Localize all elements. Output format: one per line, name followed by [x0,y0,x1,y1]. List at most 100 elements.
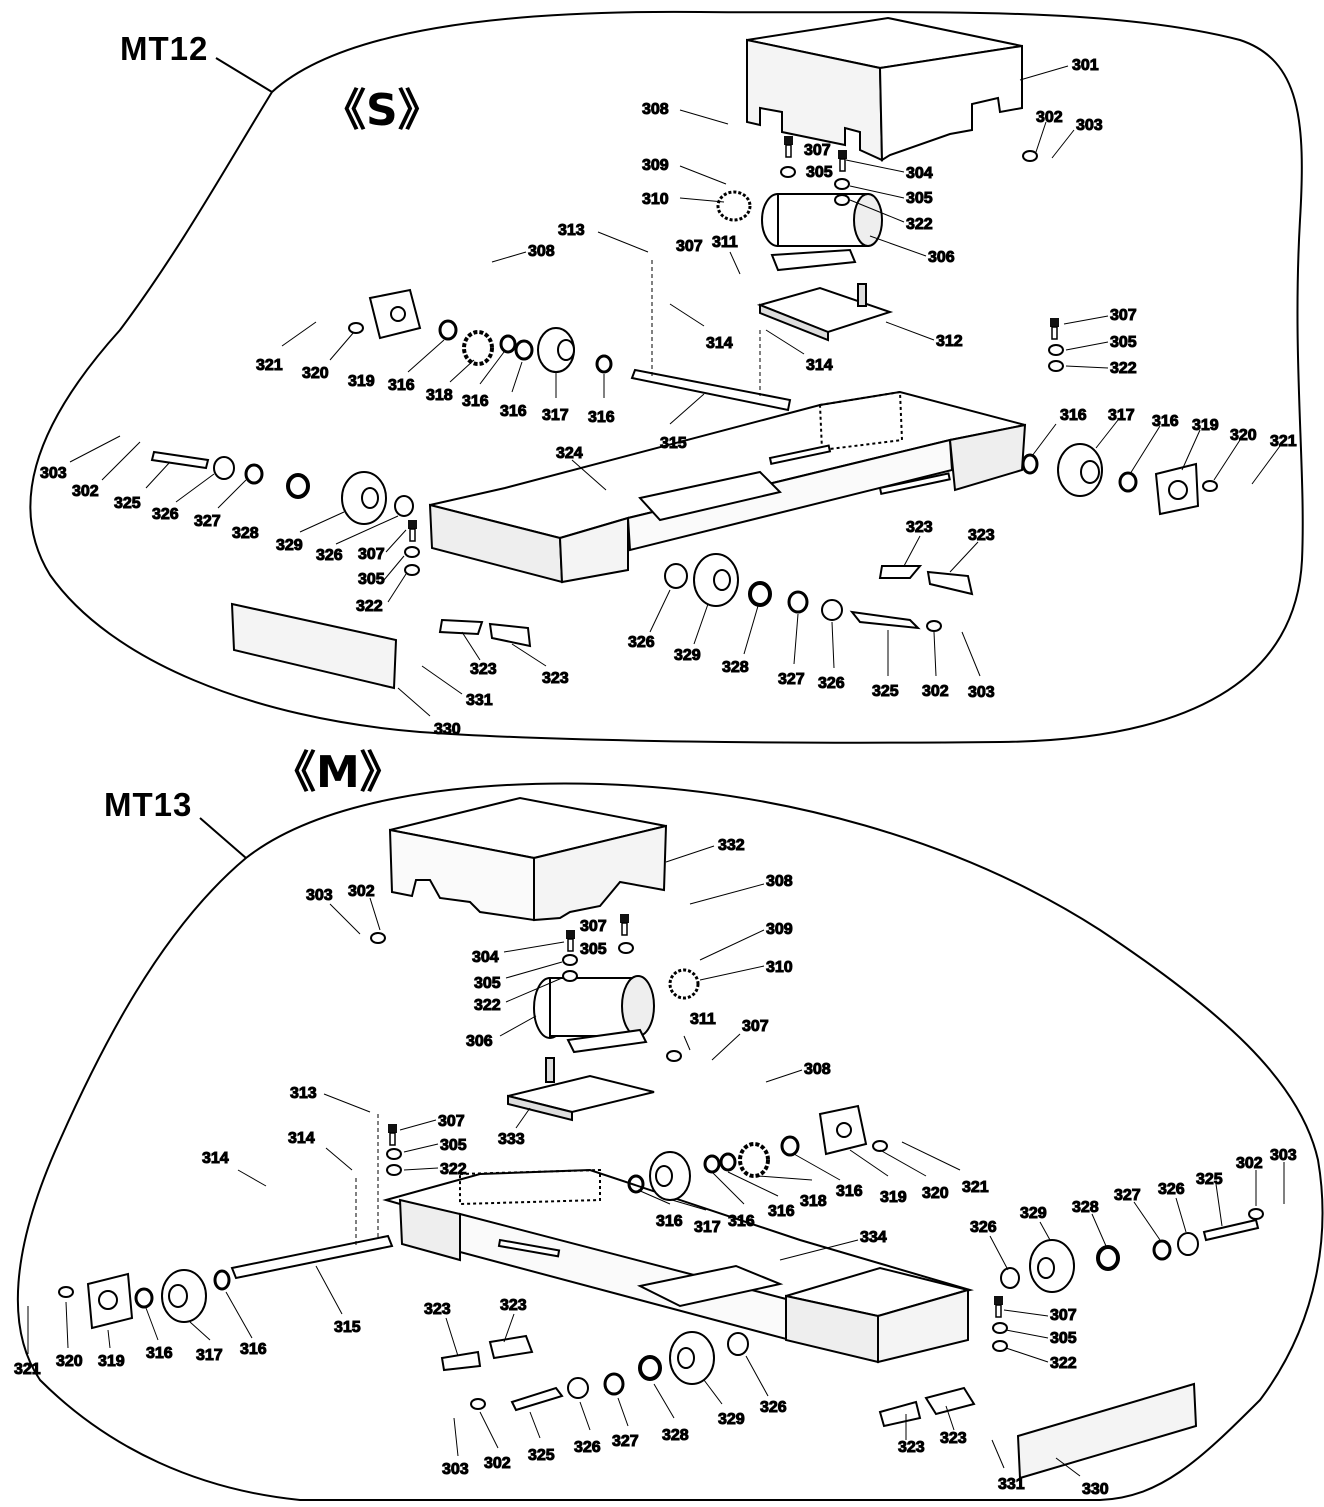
model-label-mt12: MT12 [120,30,209,67]
variant-label-m: 《M》 [272,747,404,798]
callout: 316 [768,1203,795,1220]
mt13-motor [533,968,700,1054]
callout: 320 [1230,427,1257,444]
callout: 319 [1192,417,1219,434]
mt12-frame [428,390,1027,584]
callout: 322 [1050,1355,1077,1372]
mt12-motor-plate [756,283,894,342]
callout: 305 [1110,334,1137,351]
callout: 305 [806,164,833,181]
callout: 317 [542,407,569,424]
callout: 305 [1050,1330,1077,1347]
mt12-callouts: 301 302 303 307 304 305 305 322 306 308 … [40,57,1298,739]
callout: 333 [498,1131,525,1148]
callout: 316 [588,409,615,426]
callout: 309 [642,157,669,174]
callout: 303 [442,1461,469,1478]
callout: 316 [388,377,415,394]
callout: 306 [928,249,955,266]
callout: 302 [922,683,949,700]
callout: 314 [288,1130,315,1147]
callout: 316 [836,1183,863,1200]
callout: 323 [500,1297,527,1314]
callout: 325 [872,683,899,700]
callout: 316 [500,403,527,420]
callout: 320 [56,1353,83,1370]
callout: 316 [240,1341,267,1358]
callout: 311 [690,1011,716,1028]
callout: 319 [880,1189,907,1206]
callout: 310 [642,191,669,208]
callout: 323 [424,1301,451,1318]
callout: 317 [196,1347,223,1364]
callout: 304 [472,949,499,966]
callout: 319 [98,1353,125,1370]
callout: 316 [146,1345,173,1362]
callout: 330 [434,721,461,738]
callout: 314 [806,357,833,374]
mt12-left-parts [368,288,613,374]
callout: 334 [860,1229,887,1246]
mt13-callouts: 332 303 302 308 307 305 304 309 310 305 … [14,837,1298,1499]
callout: 307 [580,918,607,935]
callout: 322 [356,598,383,615]
callout: 329 [276,537,303,554]
callout: 328 [662,1427,689,1444]
callout: 321 [256,357,283,374]
mt13-cover [388,796,668,922]
callout: 302 [484,1455,511,1472]
callout: 326 [970,1219,997,1236]
callout: 322 [906,216,933,233]
callout: 312 [936,333,963,350]
callout: 328 [1072,1199,1099,1216]
callout: 318 [426,387,453,404]
callout: 305 [474,975,501,992]
callout: 326 [760,1399,787,1416]
callout: 326 [1158,1181,1185,1198]
callout: 305 [906,190,933,207]
callout: 316 [728,1213,755,1230]
callout: 313 [290,1085,317,1102]
callout: 308 [804,1061,831,1078]
mt12-shaft [630,260,792,412]
callout: 313 [558,222,585,239]
callout: 302 [1036,109,1063,126]
callout: 323 [898,1439,925,1456]
callout: 307 [804,142,831,159]
callout: 314 [202,1150,229,1167]
mt13-motor-plate [507,1057,655,1122]
callout: 331 [998,1476,1025,1493]
callout: 301 [1072,57,1099,74]
callout: 306 [466,1033,493,1050]
callout: 308 [766,873,793,890]
mt12-outline [29,10,1304,744]
callout: 318 [800,1193,827,1210]
callout: 302 [1236,1155,1263,1172]
callout: 303 [306,887,333,904]
callout: 305 [580,941,607,958]
callout: 321 [14,1361,41,1378]
callout: 311 [712,234,738,251]
callout: 307 [742,1018,769,1035]
callout: 316 [462,393,489,410]
callout: 327 [1114,1187,1141,1204]
callout: 327 [194,513,221,530]
callout: 316 [1060,407,1087,424]
callout: 302 [348,883,375,900]
callout: 320 [922,1185,949,1202]
callout: 303 [1076,117,1103,134]
callout: 303 [40,465,67,482]
variant-label-s: 《S》 [322,85,442,136]
callout: 303 [968,684,995,701]
mt12-front-parts [150,443,1200,690]
callout: 323 [906,519,933,536]
callout: 329 [1020,1205,1047,1222]
callout: 307 [676,238,703,255]
callout: 321 [962,1179,989,1196]
callout: 327 [778,671,805,688]
callout: 320 [302,365,329,382]
callout: 307 [358,546,385,563]
callout: 323 [542,670,569,687]
callout: 309 [766,921,793,938]
